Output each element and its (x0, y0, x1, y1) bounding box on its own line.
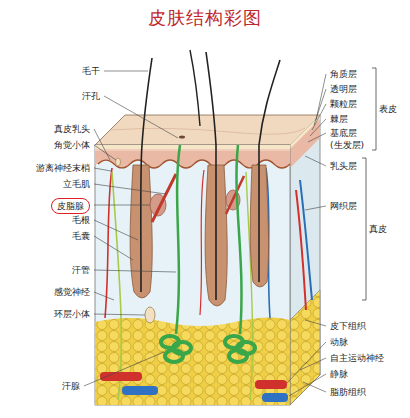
part-label: 角觉小体 (54, 139, 90, 151)
part-label: 动脉 (330, 336, 348, 348)
part-label: 角质层 (330, 68, 357, 80)
part-label: 感觉神经 (54, 286, 90, 298)
part-label: 真皮 (369, 223, 387, 235)
part-label: 汗孔 (82, 90, 100, 102)
part-label: 乳头层 (330, 160, 357, 172)
part-label: 汗腺 (62, 380, 80, 392)
part-label: 表皮 (379, 103, 397, 115)
part-label: 毛干 (82, 65, 100, 77)
part-label: 颗粒层 (330, 98, 357, 110)
part-label: 网织层 (330, 200, 357, 212)
part-label: 皮脂腺 (57, 200, 84, 212)
part-label: 游离神经末梢 (36, 162, 90, 174)
part-label: 环层小体 (54, 308, 90, 320)
part-label: 毛根 (72, 214, 90, 226)
diagram-title: 皮肤结构彩图 (0, 6, 410, 30)
part-label: 汗管 (72, 264, 90, 276)
part-label: 棘层 (330, 113, 348, 125)
part-label: 皮下组织 (330, 320, 366, 332)
highlight-box: 皮脂腺 (51, 198, 90, 214)
part-label: 透明层 (330, 83, 357, 95)
part-label: 毛囊 (72, 230, 90, 242)
part-label: 真皮乳头 (54, 123, 90, 135)
part-label: 自主运动神经 (330, 352, 384, 364)
part-label: 静脉 (330, 368, 348, 380)
part-label: 脂肪组织 (330, 386, 366, 398)
part-label: 基底层 (生发层) (330, 127, 372, 151)
part-label: 立毛肌 (63, 178, 90, 190)
